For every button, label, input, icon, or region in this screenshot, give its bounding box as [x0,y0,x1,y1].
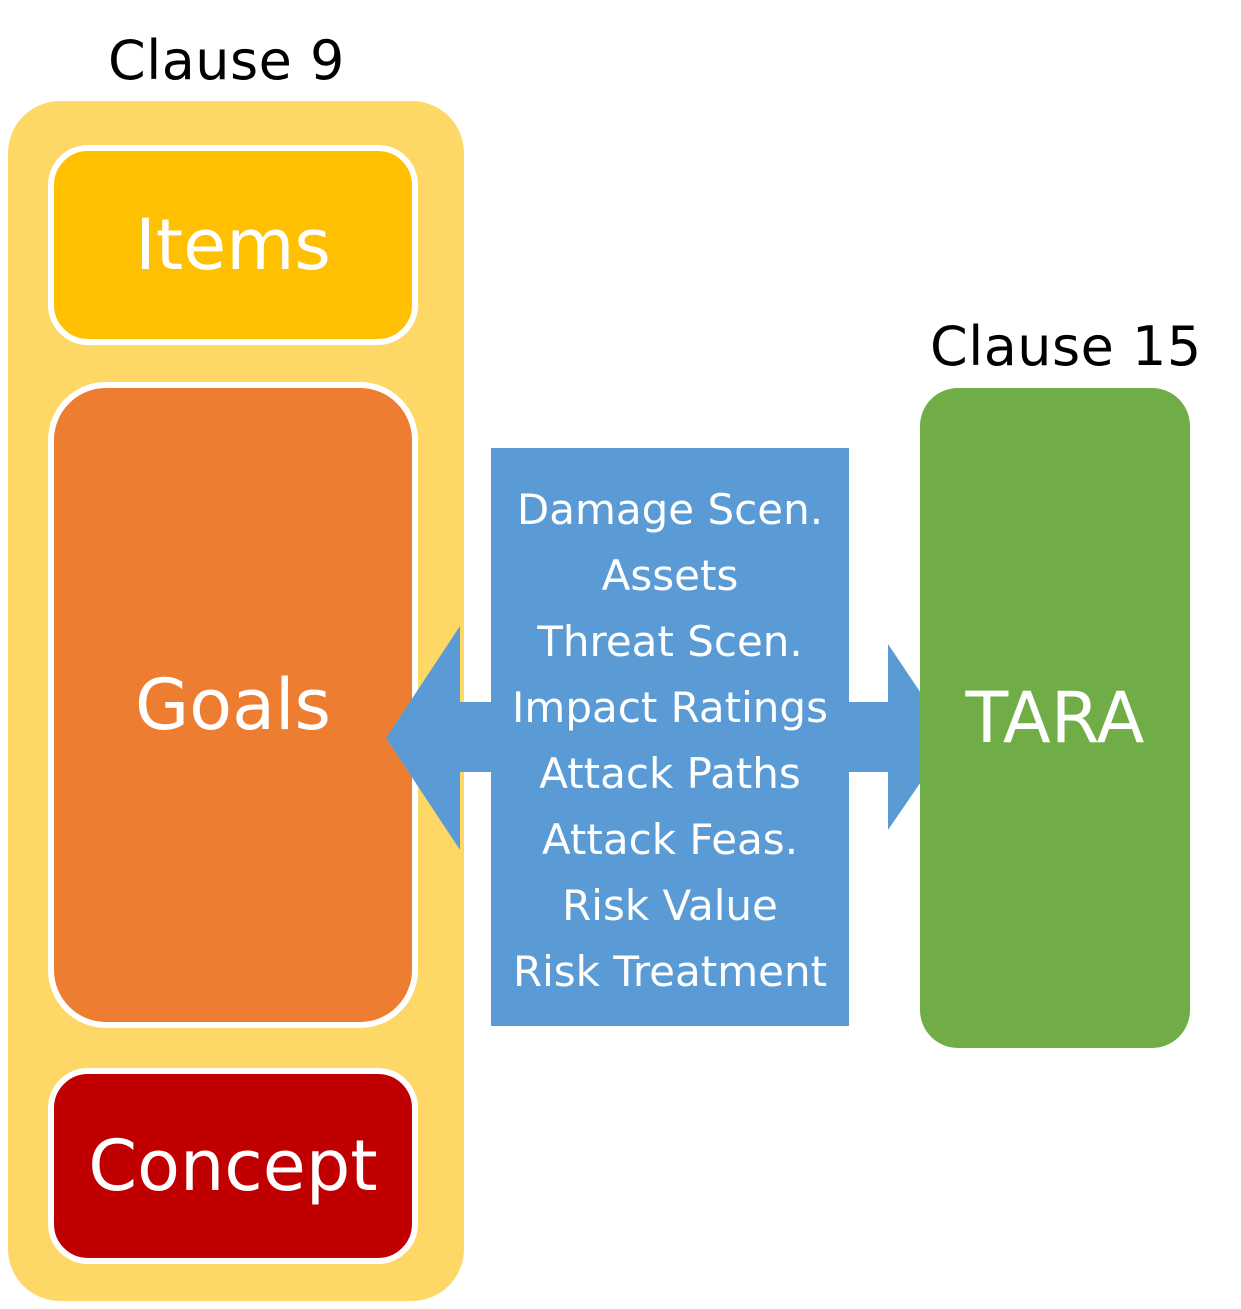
double-arrow-shape [386,448,951,1026]
goals-label: Goals [135,664,331,746]
tara-label: TARA [965,677,1145,759]
concept-box: Concept [48,1068,418,1264]
work-product-item: Assets [601,551,739,600]
work-product-item: Risk Treatment [512,947,828,996]
items-label: Items [135,204,331,286]
work-product-item: Attack Feas. [541,815,799,864]
concept-label: Concept [88,1125,378,1207]
clause-9-label: Clause 9 [108,29,345,92]
work-product-item: Attack Paths [539,749,801,798]
work-product-item: Damage Scen. [516,485,824,534]
clause-15-label: Clause 15 [930,315,1202,378]
goals-box: Goals [48,382,418,1028]
work-product-item: Threat Scen. [537,617,803,666]
work-product-item: Risk Value [562,881,778,930]
tara-box: TARA [920,388,1190,1048]
items-box: Items [48,145,418,345]
work-product-item: Impact Ratings [512,683,828,732]
